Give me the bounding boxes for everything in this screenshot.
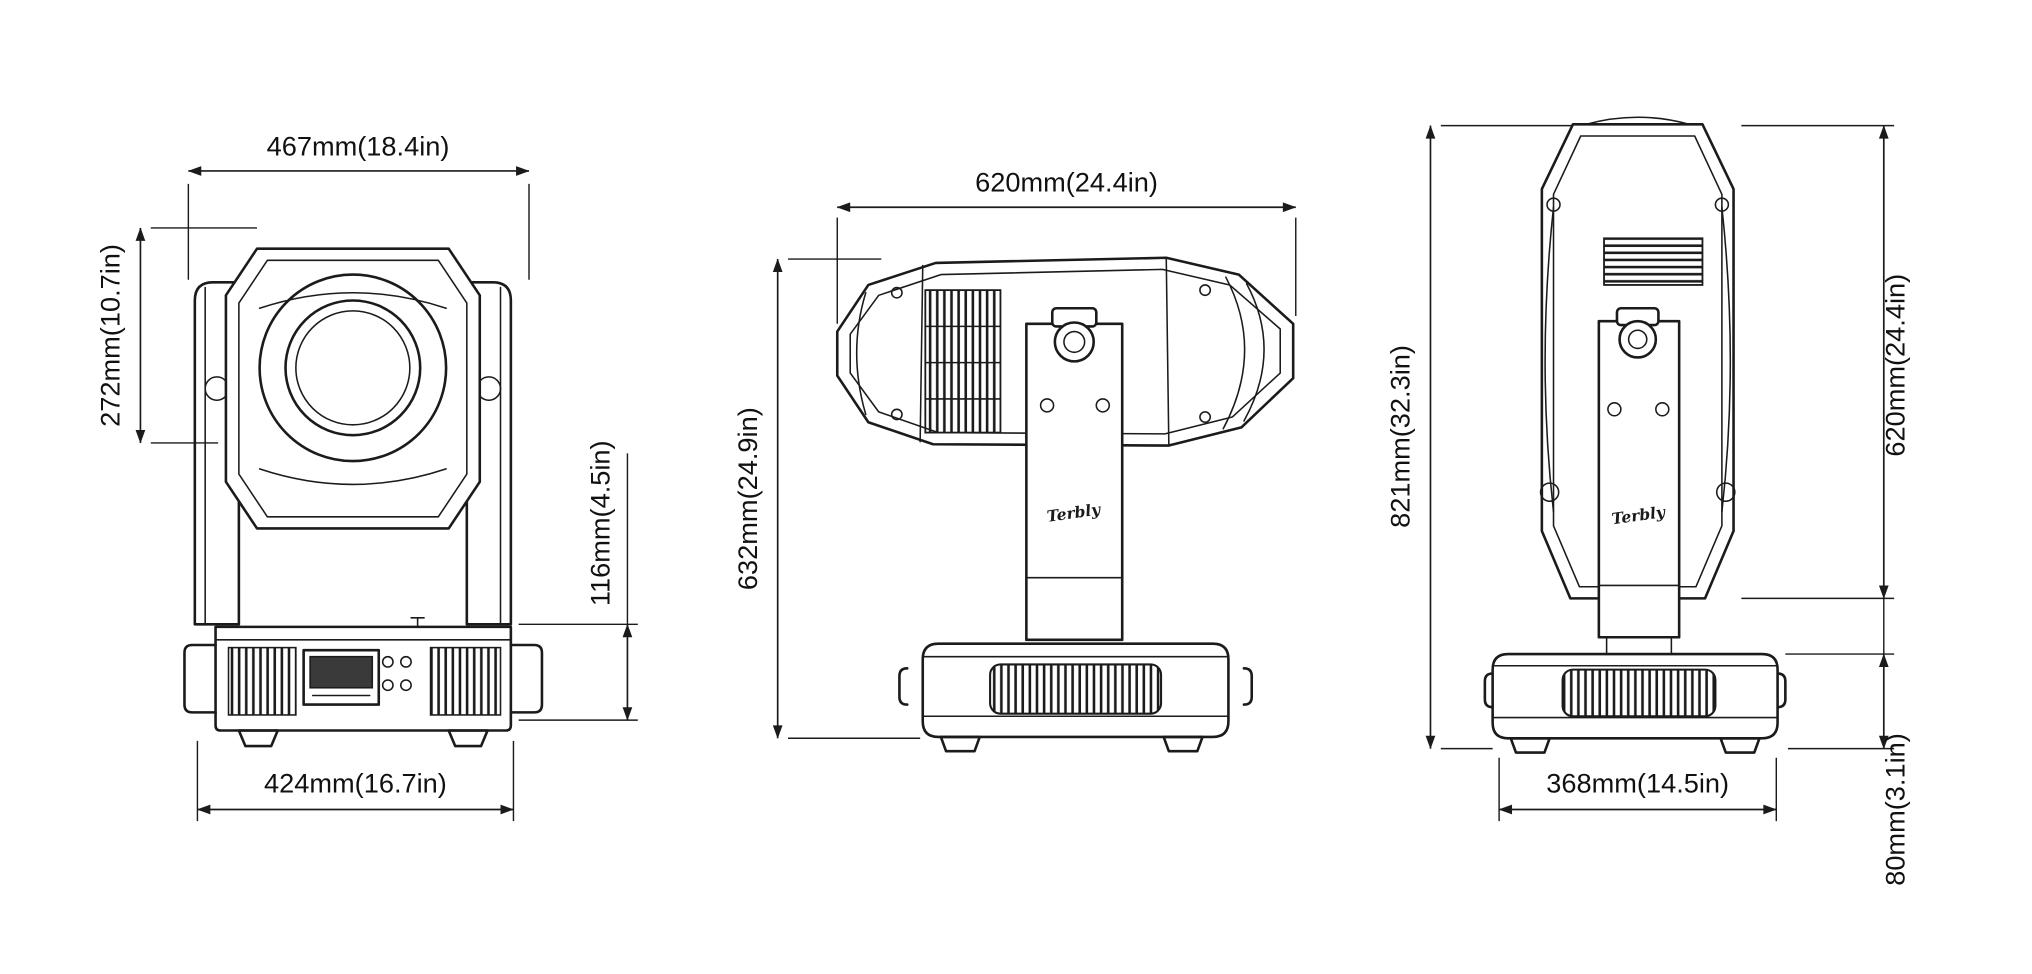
front-base-vent-left	[227, 646, 297, 716]
side-view: Terbly 620mm(24.4in) 632mm(24.9in)	[732, 167, 1297, 753]
side-foot-right	[1162, 735, 1204, 753]
rear-view: Terbly 821mm(32.3in) 620mm(24.4in)	[1385, 116, 1911, 886]
side-tilt-pivot	[1053, 321, 1096, 363]
front-display-screen	[309, 655, 374, 689]
rear-foot-right	[1719, 736, 1761, 754]
front-lens-mid	[284, 299, 422, 437]
dim-side-head-length: 620mm(24.4in)	[836, 167, 1297, 324]
dim-side-overall-height: 632mm(24.9in)	[732, 258, 921, 739]
rear-foot-left	[1509, 736, 1551, 754]
front-foot-right	[447, 729, 489, 748]
front-menu-button	[381, 655, 394, 668]
side-head-vents	[924, 289, 1002, 434]
rear-tilt-lock-right	[1715, 482, 1736, 503]
front-view-fixture	[183, 247, 544, 748]
dim-label-side-overall-height: 632mm(24.9in)	[732, 407, 763, 590]
dim-label-rear-base-height: 80mm(3.1in)	[1880, 733, 1911, 886]
front-foot-left	[237, 729, 280, 748]
dim-rear-base-height: 80mm(3.1in)	[1785, 598, 1911, 886]
side-base	[898, 642, 1254, 753]
rear-yoke-arm: Terbly	[1597, 306, 1681, 655]
front-view: 467mm(18.4in) 272mm(10.7in) 116mm(4.5in)…	[95, 130, 638, 822]
dim-label-front-base-width: 424mm(16.7in)	[264, 768, 447, 799]
rear-tilt-lock-left	[1539, 482, 1560, 503]
rear-tilt-pivot	[1618, 319, 1658, 359]
rear-head-vents	[1603, 237, 1704, 286]
side-base-bump-right	[1242, 667, 1254, 706]
front-handle-right	[509, 643, 544, 714]
front-lens-inner	[295, 310, 411, 426]
front-base-vent-right	[429, 646, 502, 716]
front-yoke-arms	[193, 281, 513, 626]
front-enter-button	[399, 655, 412, 668]
dim-front-head-height: 272mm(10.7in)	[95, 227, 258, 444]
dim-front-base-height: 116mm(4.5in)	[518, 440, 638, 721]
dim-rear-overall-height: 821mm(32.3in)	[1385, 124, 1573, 750]
side-head	[835, 256, 1295, 447]
front-handle-left	[183, 643, 217, 714]
dim-label-side-head-length: 620mm(24.4in)	[975, 167, 1158, 198]
front-up-button	[381, 679, 394, 692]
front-lens-outer	[258, 273, 448, 463]
rear-base-bump-right	[1776, 672, 1787, 709]
side-foot-left	[939, 735, 982, 753]
rear-head	[1539, 116, 1736, 600]
dim-front-overall-width: 467mm(18.4in)	[187, 130, 530, 280]
rear-base-bump-left	[1483, 672, 1494, 709]
front-base	[183, 617, 544, 748]
dim-label-front-overall-width: 467mm(18.4in)	[267, 130, 450, 161]
dim-front-base-width: 424mm(16.7in)	[196, 740, 515, 822]
dim-rear-head-length: 620mm(24.4in)	[1741, 124, 1911, 600]
dim-label-rear-overall-height: 821mm(32.3in)	[1385, 345, 1416, 528]
side-view-fixture: Terbly	[835, 256, 1295, 753]
dim-label-rear-head-length: 620mm(24.4in)	[1880, 274, 1911, 457]
side-omega-clamp	[989, 663, 1163, 715]
rear-omega-clamp	[1561, 668, 1717, 718]
rear-base	[1483, 652, 1787, 754]
front-head	[224, 247, 482, 530]
front-down-button	[399, 679, 412, 692]
dim-label-front-base-height: 116mm(4.5in)	[584, 440, 615, 606]
side-base-bump-left	[898, 667, 909, 706]
rear-view-fixture: Terbly	[1483, 116, 1787, 754]
dim-label-rear-base-width: 368mm(14.5in)	[1546, 768, 1729, 799]
side-yoke-arm: Terbly	[1025, 306, 1124, 642]
dim-rear-base-width: 368mm(14.5in)	[1498, 757, 1778, 822]
dim-label-front-head-height: 272mm(10.7in)	[95, 244, 126, 427]
